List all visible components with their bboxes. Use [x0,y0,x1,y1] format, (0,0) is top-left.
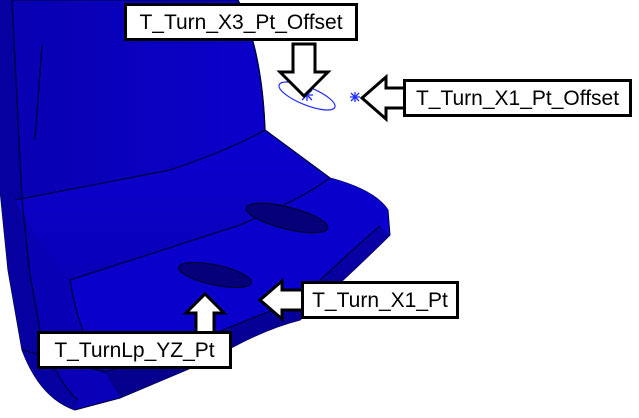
arrow-left-icon [359,73,408,123]
slot-upper [245,202,329,234]
callout-turn-x1-pt-offset: T_Turn_X1_Pt_Offset [403,79,632,117]
bracket-side-edge [0,0,78,410]
asterisk-point-icon [350,92,360,102]
callout-label: T_Turn_X3_Pt_Offset [139,10,343,34]
arrow-left-icon [257,277,306,323]
callout-turnlp-yz-pt: T_TurnLp_YZ_Pt [37,331,232,369]
slot-lower [178,261,252,289]
callout-label: T_Turn_X1_Pt_Offset [415,86,620,110]
arrow-down-icon [276,42,332,99]
arrow-up-icon [182,291,228,335]
bracket-bend-region [15,130,330,280]
callout-turn-x3-pt-offset: T_Turn_X3_Pt_Offset [124,3,358,41]
callout-label: T_Turn_X1_Pt [312,288,448,312]
callout-turn-x1-pt: T_Turn_X1_Pt [301,281,459,319]
callout-label: T_TurnLp_YZ_Pt [54,338,215,362]
